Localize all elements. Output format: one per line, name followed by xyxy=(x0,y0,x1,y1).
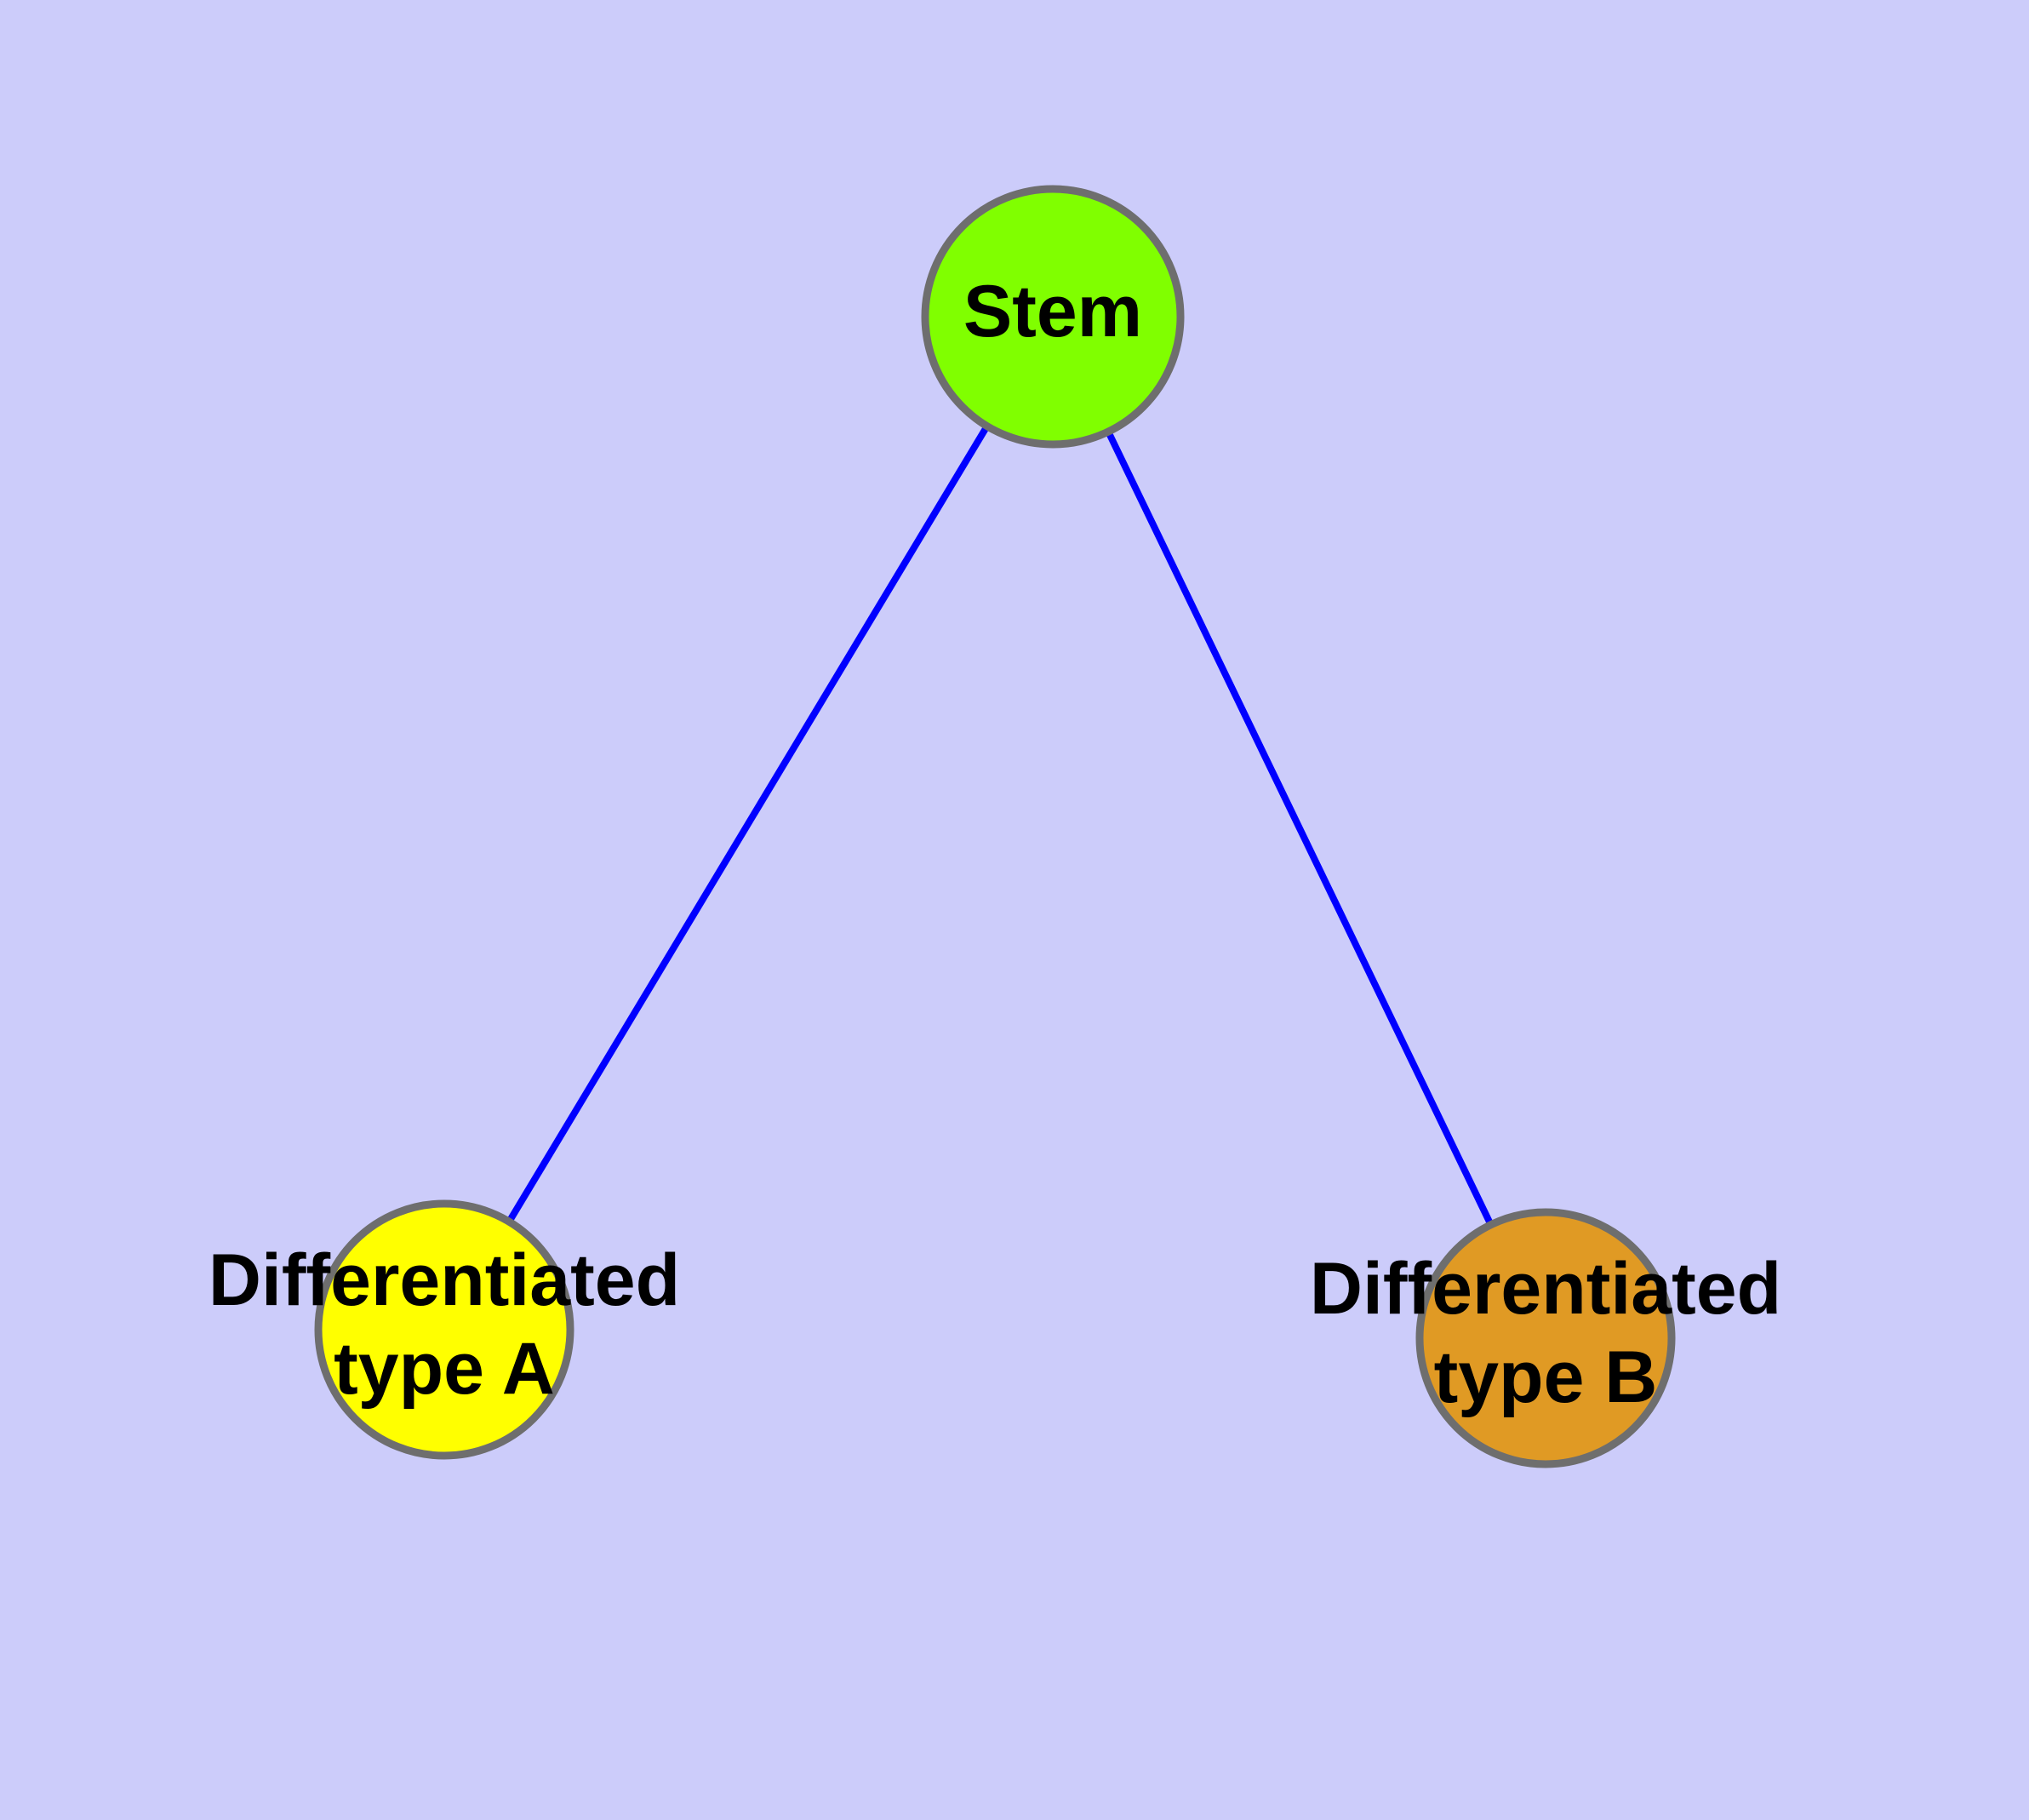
node-circle-diff-b[interactable] xyxy=(1415,1208,1676,1468)
node-stem[interactable]: Stem xyxy=(921,185,1185,449)
node-label-line: Differentiated xyxy=(1310,1248,1781,1330)
node-label-line: Differentiated xyxy=(209,1239,680,1321)
edges-group xyxy=(507,426,1493,1223)
node-label-stem: Stem xyxy=(963,271,1142,352)
edge-stem-to-diff-a[interactable] xyxy=(507,426,989,1221)
edge-stem-to-diff-b[interactable] xyxy=(1106,432,1493,1223)
node-circle-stem[interactable] xyxy=(921,185,1185,449)
node-circle-diff-a[interactable] xyxy=(314,1199,574,1460)
node-label-line: Stem xyxy=(963,271,1142,352)
node-label-line: type A xyxy=(334,1328,555,1410)
node-label-line: type B xyxy=(1434,1336,1658,1418)
